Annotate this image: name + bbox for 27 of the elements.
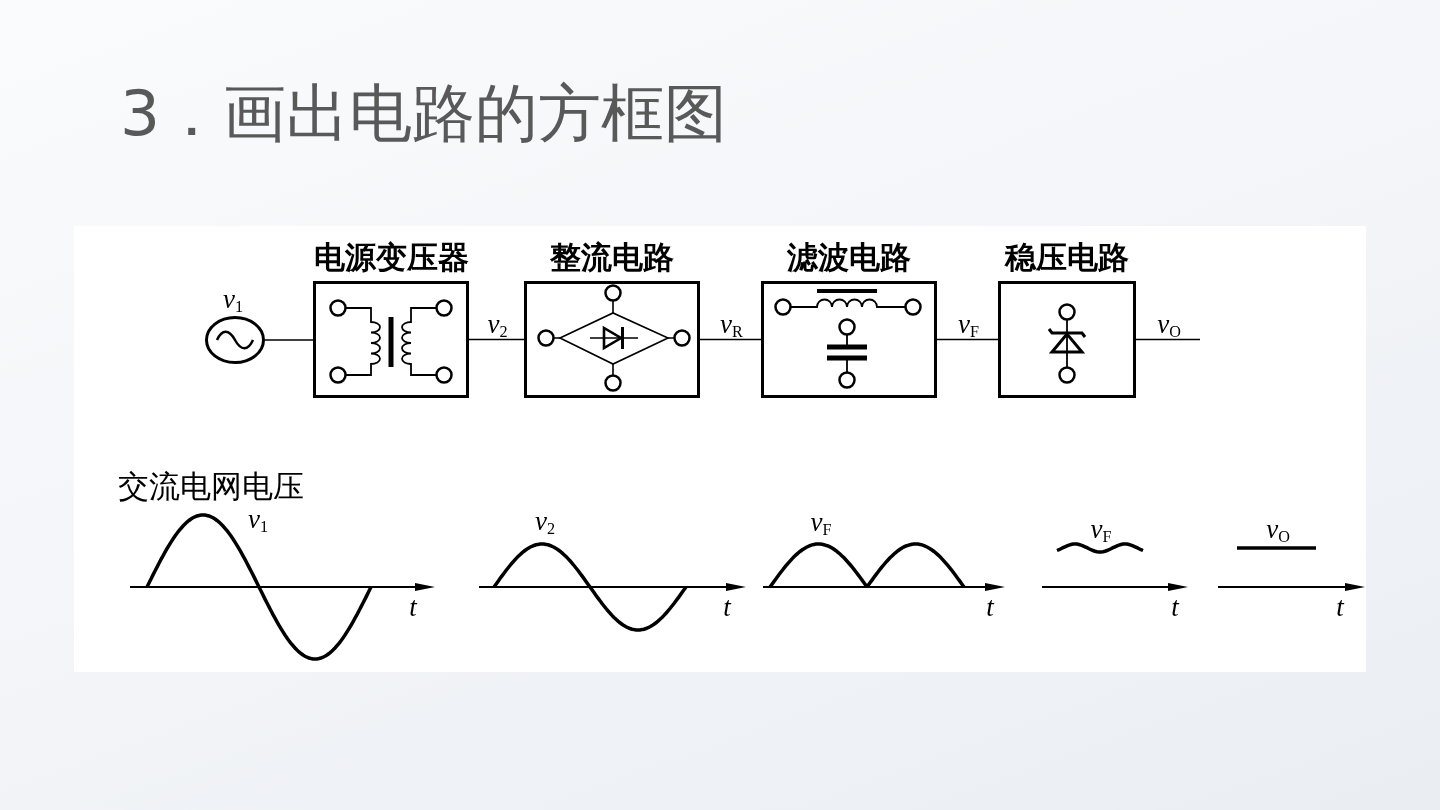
- ac-source-symbol: [205, 316, 265, 364]
- wire: [468, 338, 525, 341]
- axis-label: t: [409, 593, 417, 621]
- voltage-label: v$_{F}$: [958, 310, 979, 337]
- slide-title: 3．画出电路的方框图: [120, 76, 728, 152]
- voltage-label: v$_{F}$: [810, 508, 832, 536]
- axis-label: t: [1336, 593, 1344, 621]
- voltage-label: v$_{1}$: [247, 505, 269, 533]
- wire: [1135, 338, 1201, 341]
- voltage-label: v$_{2}$: [487, 310, 508, 337]
- voltage-label: v$_{2}$: [534, 507, 556, 535]
- voltage-label: v$_{O}$: [1157, 310, 1181, 337]
- axis-label: t: [1171, 593, 1179, 621]
- axis-label: t: [723, 593, 731, 621]
- block-title: 电源变压器: [313, 239, 469, 275]
- wire: [699, 338, 762, 341]
- block-title: 整流电路: [550, 239, 674, 275]
- block-title: 稳压电路: [1005, 239, 1129, 275]
- axis-label: t: [986, 593, 994, 621]
- waveform-caption: 交流电网电压: [118, 470, 304, 502]
- voltage-label: v$_{O}$: [1266, 515, 1290, 543]
- voltage-label: v$_{F}$: [1090, 515, 1112, 543]
- wire: [936, 338, 999, 341]
- wire: [264, 339, 314, 341]
- voltage-label: v$_{1}$: [222, 285, 244, 313]
- voltage-label: v$_{R}$: [720, 310, 743, 337]
- block-title: 滤波电路: [787, 239, 911, 275]
